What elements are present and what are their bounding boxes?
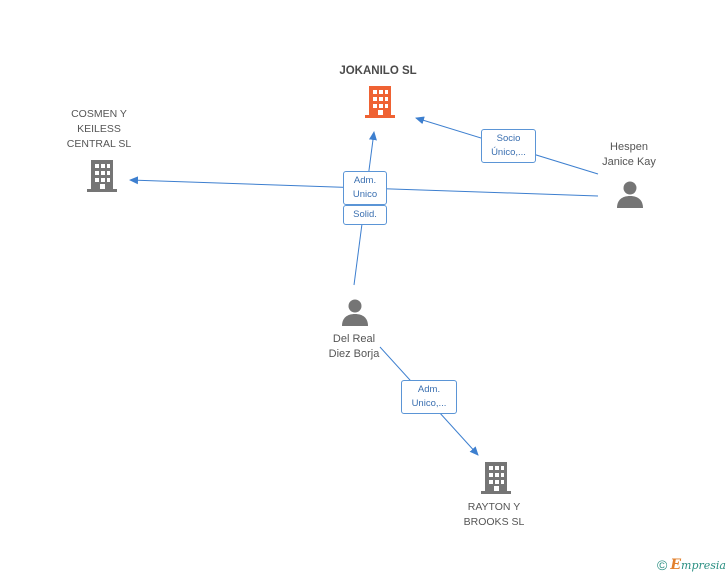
copyright-symbol: © <box>657 557 668 573</box>
node-label-line: CENTRAL SL <box>66 138 132 150</box>
footer-brand[interactable]: © Empresia <box>657 557 726 573</box>
building-icon[interactable] <box>86 159 118 193</box>
edge-label-line: Adm. <box>417 384 441 395</box>
person-icon[interactable] <box>615 180 645 210</box>
node-label-line: BROOKS SL <box>463 516 525 528</box>
building-icon[interactable] <box>480 461 512 495</box>
node-label-jokanilo[interactable]: JOKANILO SL <box>339 65 417 77</box>
node-label-line: RAYTON Y <box>467 501 521 513</box>
node-label-line: Diez Borja <box>328 348 380 360</box>
building-icon[interactable] <box>364 85 396 119</box>
node-label-line: Janice Kay <box>602 156 656 168</box>
node-label-line: Hespen <box>610 141 648 153</box>
node-label-rayton[interactable]: RAYTON Y BROOKS SL <box>446 500 542 530</box>
edge-label-line: Solid. <box>353 209 377 220</box>
edge-label-adm-unico[interactable]: Adm. Unico <box>343 171 387 205</box>
edge-label-adm-unico-rayton[interactable]: Adm. Unico,... <box>401 380 457 414</box>
node-label-line: KEILESS <box>77 123 121 135</box>
node-label-line: COSMEN Y <box>71 108 127 120</box>
edge-label-line: Unico <box>352 189 378 200</box>
person-icon[interactable] <box>340 298 370 328</box>
node-label-line: Del Real <box>332 333 376 345</box>
node-label-cosmen[interactable]: COSMEN Y KEILESS CENTRAL SL <box>50 107 148 152</box>
edge-label-socio-unico[interactable]: Socio Único,... <box>481 129 536 163</box>
brand-logo: Empresia <box>670 557 726 573</box>
node-label-hespen[interactable]: Hespen Janice Kay <box>584 140 674 170</box>
node-label-delreal[interactable]: Del Real Diez Borja <box>306 332 402 362</box>
brand-name: mpresia <box>681 559 726 572</box>
edge-label-line: Socio <box>496 133 521 144</box>
edge-label-line: Unico,... <box>411 398 447 409</box>
edge-label-line: Único,... <box>491 147 526 158</box>
edge-label-solid[interactable]: Solid. <box>343 205 387 225</box>
edge-label-line: Adm. <box>353 175 377 186</box>
brand-initial: E <box>670 557 682 573</box>
